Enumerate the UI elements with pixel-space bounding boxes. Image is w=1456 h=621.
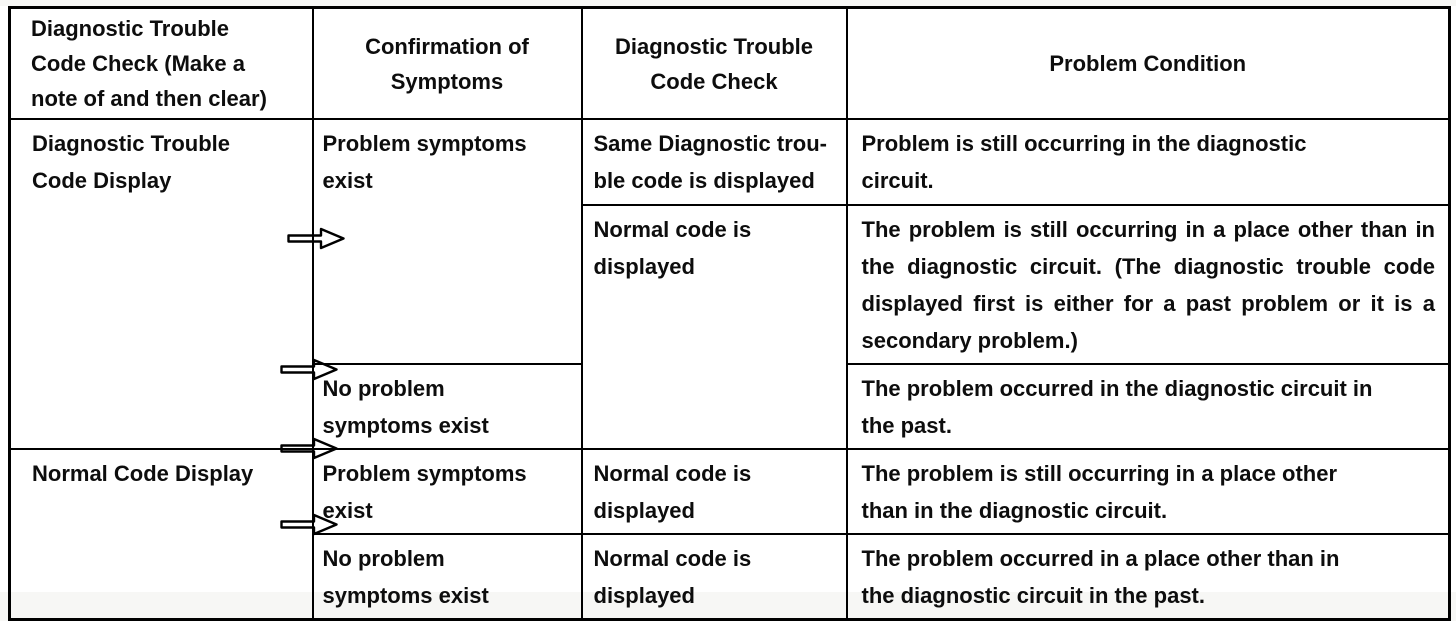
col-header-problem-condition: Problem Condition xyxy=(845,6,1451,120)
header-row: Diagnostic Trouble Code Check (Make a no… xyxy=(8,6,1451,120)
diagnostic-trouble-code-table: Diagnostic Trouble Code Check (Make a no… xyxy=(8,6,1451,621)
cell-problem-condition-3: The problem occurred in the diagnostic c… xyxy=(845,363,1451,450)
cell-problem-condition-5: The problem occurred in a place other th… xyxy=(845,533,1451,621)
table-row: No problem symptoms exist The problem oc… xyxy=(10,363,1451,450)
table-row: Normal code is displayed The problem is … xyxy=(10,204,1451,450)
col-header-dtc-check: Diagnostic Trouble Code Check xyxy=(580,6,848,120)
cell-no-problem-symptoms-2: No problem symptoms exist xyxy=(311,533,583,621)
table-row: Normal Code Display Problem symptoms exi… xyxy=(8,448,1451,621)
manual-page: Diagnostic Trouble Code Check (Make a no… xyxy=(0,6,1456,621)
cell-dtc-code-display: Diagnostic Trouble Code Display xyxy=(8,118,314,450)
cell-problem-symptoms-exist-2: Problem symptoms exist xyxy=(311,448,583,535)
cell-problem-condition-1: Problem is still occurring in the diagno… xyxy=(845,118,1451,206)
cell-normal-code-displayed-2: Normal code is displayed xyxy=(580,448,848,535)
table-row: Diagnostic Trouble Code Display Problem … xyxy=(8,118,1451,450)
cell-same-code-displayed: Same Diagnostic trou- ble code is displa… xyxy=(580,118,848,206)
col-header-confirmation-of-symptoms: Confirmation of Symptoms xyxy=(311,6,583,120)
diagnostic-table-wrap: Diagnostic Trouble Code Check (Make a no… xyxy=(8,6,1451,621)
col-header-dtc-check-note: Diagnostic Trouble Code Check (Make a no… xyxy=(8,6,314,120)
cell-problem-condition-4: The problem is still occurring in a plac… xyxy=(845,448,1451,535)
cell-normal-code-displayed-1: Normal code is displayed xyxy=(580,204,848,450)
cell-problem-condition-2: The problem is still occurring in a plac… xyxy=(845,204,1451,365)
cell-normal-code-display: Normal Code Display xyxy=(8,448,314,621)
cell-problem-symptoms-exist: Problem symptoms exist xyxy=(311,118,583,365)
cell-normal-code-displayed-3: Normal code is displayed xyxy=(580,533,848,621)
cell-no-problem-symptoms-1: No problem symptoms exist xyxy=(311,363,583,450)
